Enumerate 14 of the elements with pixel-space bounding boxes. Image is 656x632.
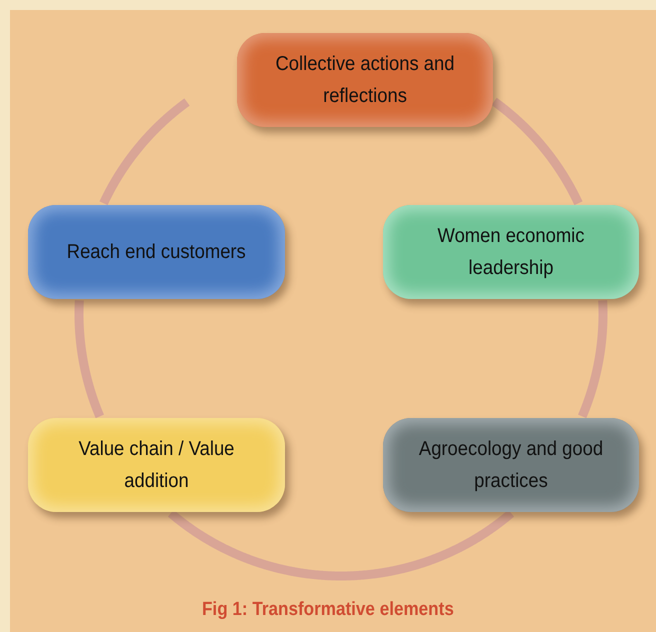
figure-caption: Fig 1: Transformative elements <box>202 599 454 621</box>
ring-segment <box>490 98 583 207</box>
rounded-box <box>383 205 639 299</box>
rounded-box <box>28 205 285 299</box>
box-label: Value chain / Value addition <box>78 437 236 494</box>
box-label: Reach end customers <box>67 240 246 265</box>
ring-segment <box>167 509 515 580</box>
rounded-box <box>383 418 639 512</box>
box-label: Agroecology and good practices <box>418 437 604 494</box>
ring-segment <box>99 98 191 207</box>
rounded-box <box>237 33 493 127</box>
box-label: Women economic leadership <box>436 224 586 281</box>
box-label: Collective actions and reflections <box>274 52 456 109</box>
rounded-box <box>28 418 285 512</box>
